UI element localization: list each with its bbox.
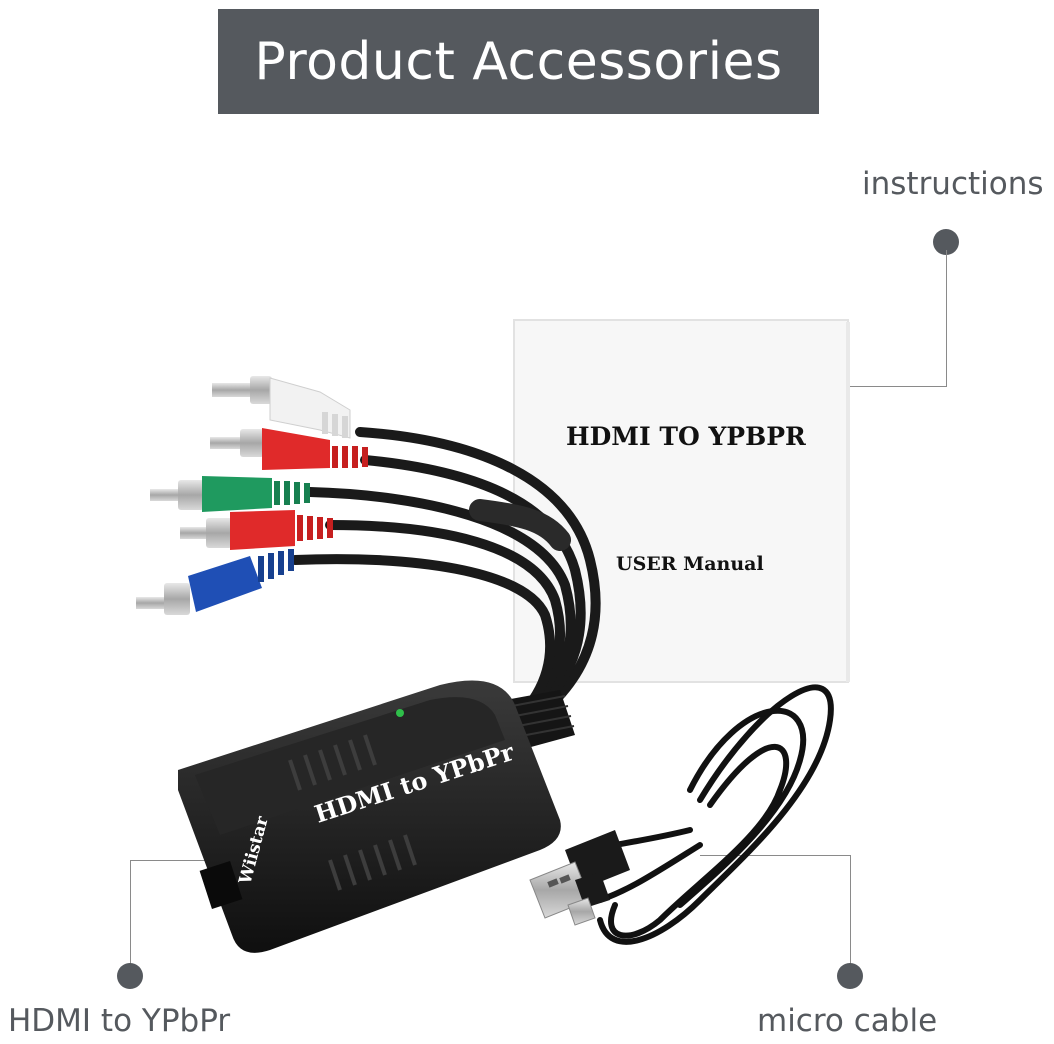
callout-cable-line-horizontal: [700, 855, 850, 856]
vent-grille-top: [288, 734, 377, 791]
callout-converter-dot: [117, 963, 143, 989]
callout-instructions-label: instructions: [862, 166, 1044, 202]
callout-instructions-line-vertical: [946, 250, 947, 386]
callout-converter-line-vertical: [130, 860, 131, 965]
strain-relief-ridges: [511, 695, 575, 737]
rca-plug-blue: [136, 549, 294, 615]
vent-grille-bottom: [328, 834, 417, 891]
rca-plug-red-top: [210, 428, 368, 470]
rca-plug-red-bottom: [180, 510, 333, 550]
callout-converter-label: HDMI to YPbPr: [8, 1003, 231, 1039]
micro-usb-plug: [567, 872, 610, 926]
rca-plug-green: [150, 476, 310, 512]
converter-box: HDMI to YPbPr Wiistar: [178, 680, 561, 953]
callout-converter-line-horizontal: [130, 860, 230, 861]
micro-usb-cable: [587, 684, 834, 945]
manual-subtitle: USER Manual: [616, 553, 764, 575]
callout-cable-line-vertical: [850, 855, 851, 965]
title-banner: Product Accessories: [218, 9, 819, 114]
page-title: Product Accessories: [254, 31, 783, 92]
power-led-icon: [396, 709, 404, 717]
callout-cable-label: micro cable: [757, 1003, 938, 1039]
hdmi-port: [199, 861, 243, 909]
component-cables: [290, 427, 601, 721]
callout-cable-dot: [837, 963, 863, 989]
callout-instructions-line-horizontal: [808, 386, 947, 387]
manual-title: HDMI TO YPBPR: [566, 422, 806, 451]
rca-plug-white: [212, 376, 351, 439]
